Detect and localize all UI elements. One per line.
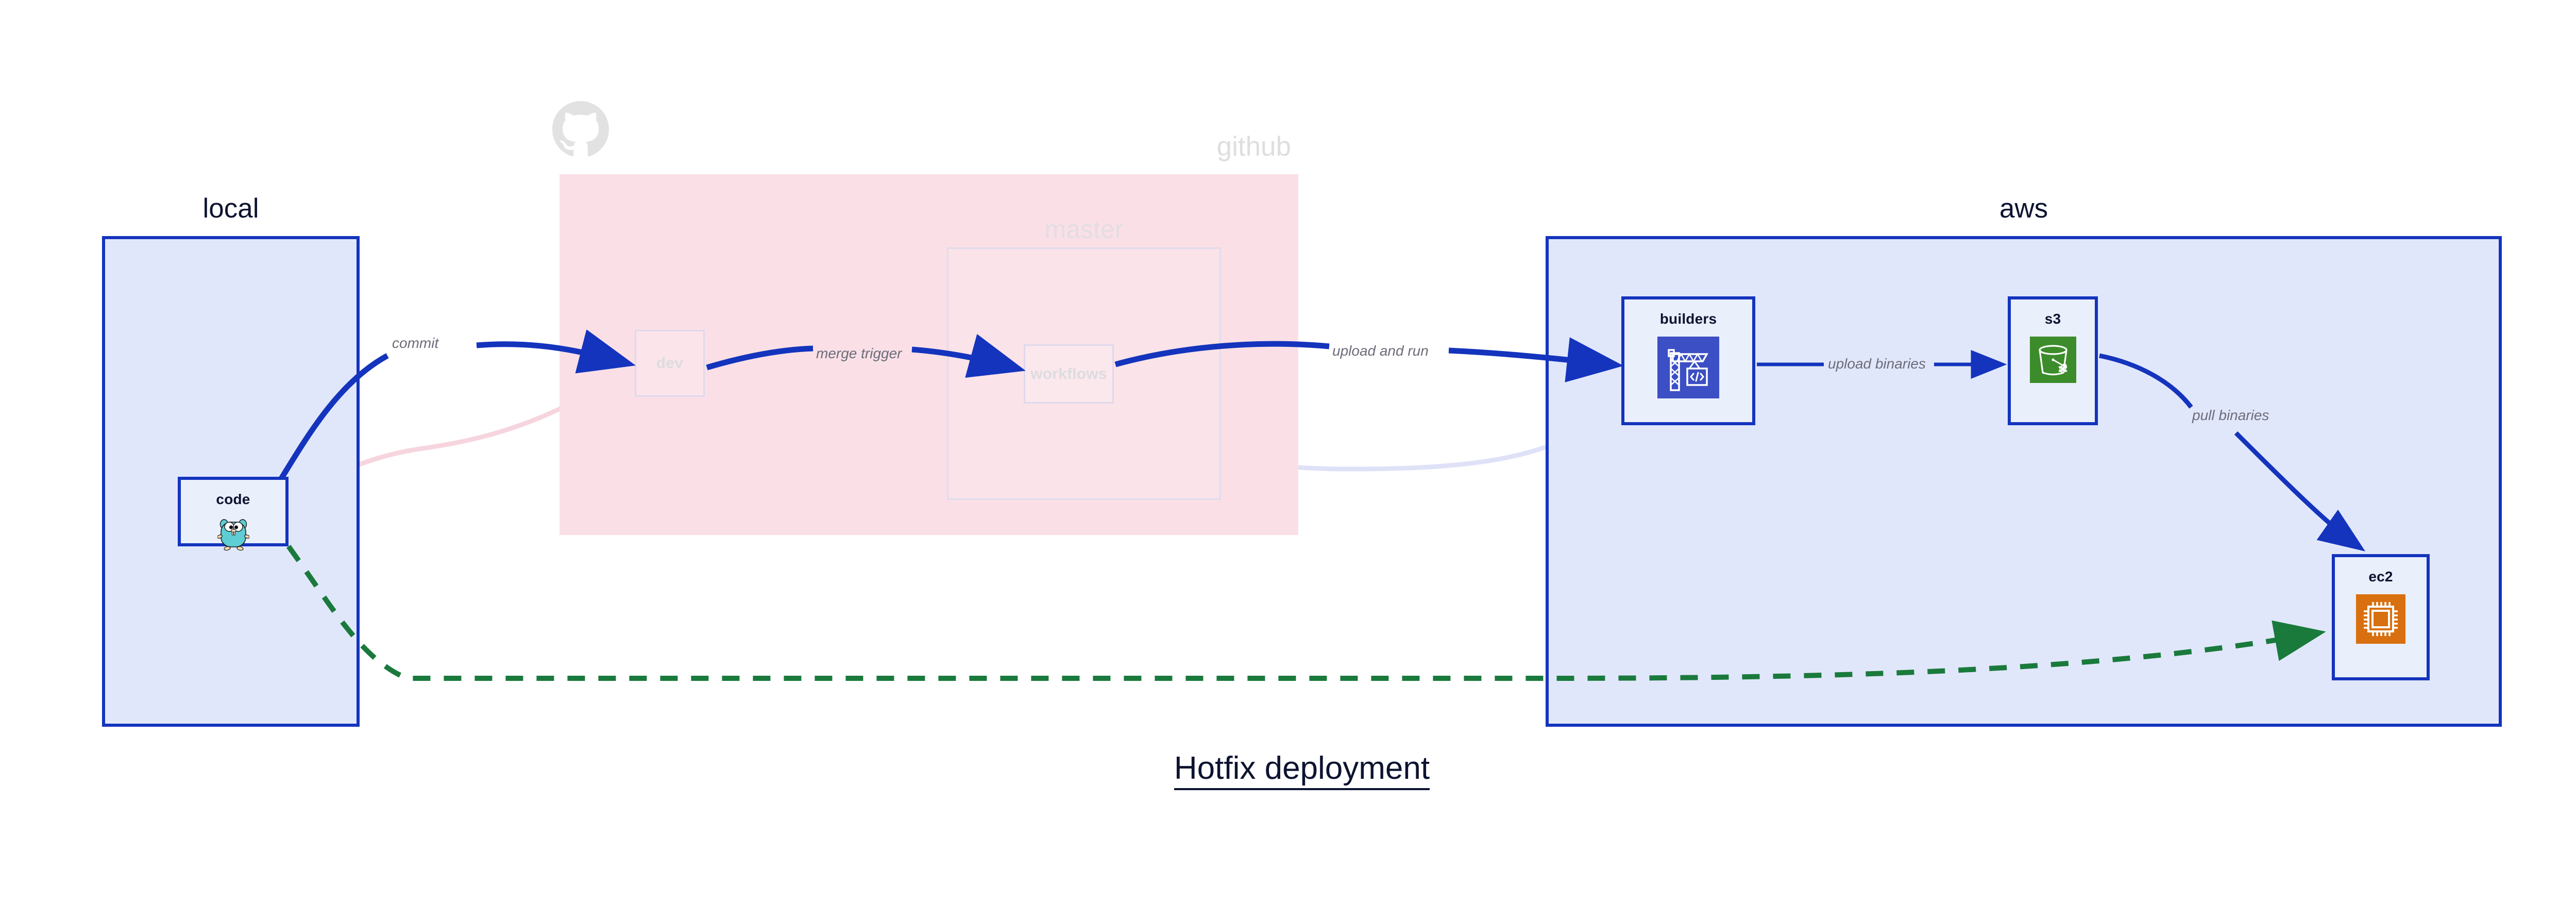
node-dev[interactable]: dev bbox=[635, 330, 705, 397]
cpu-chip-icon bbox=[2356, 594, 2405, 646]
group-label-aws: aws bbox=[1999, 193, 2048, 224]
edge-label-upload-and-run: upload and run bbox=[1332, 343, 1429, 359]
diagram-title-text: Hotfix deployment bbox=[1174, 750, 1430, 790]
crane-code-icon bbox=[1657, 337, 1719, 401]
node-code[interactable]: code bbox=[178, 477, 289, 551]
diagram-title: Hotfix deployment bbox=[0, 750, 2576, 790]
edge-label-pull-binaries: pull binaries bbox=[2192, 407, 2269, 423]
node-s3[interactable]: s3 bbox=[2008, 296, 2098, 425]
node-workflows-label: workflows bbox=[1030, 365, 1107, 382]
edge-label-commit: commit bbox=[392, 335, 439, 351]
node-dev-label: dev bbox=[656, 355, 684, 372]
node-ec2[interactable]: ec2 bbox=[2332, 554, 2430, 680]
node-s3-label: s3 bbox=[2044, 311, 2061, 327]
node-ec2-label: ec2 bbox=[2368, 569, 2393, 584]
bucket-snowflake-icon bbox=[2029, 337, 2076, 386]
go-gopher-icon bbox=[216, 517, 250, 554]
group-label-master: master bbox=[1044, 215, 1124, 244]
node-builders-label: builders bbox=[1659, 311, 1717, 327]
node-workflows[interactable]: workflows bbox=[1024, 344, 1114, 404]
github-octocat-icon bbox=[552, 101, 609, 157]
node-builders[interactable]: builders bbox=[1621, 296, 1755, 425]
node-code-label: code bbox=[216, 491, 250, 507]
edge-label-merge-trigger: merge trigger bbox=[816, 345, 902, 361]
group-label-github: github bbox=[1216, 131, 1291, 162]
group-label-local: local bbox=[202, 193, 259, 224]
edge-label-upload-binaries: upload binaries bbox=[1828, 356, 1926, 372]
